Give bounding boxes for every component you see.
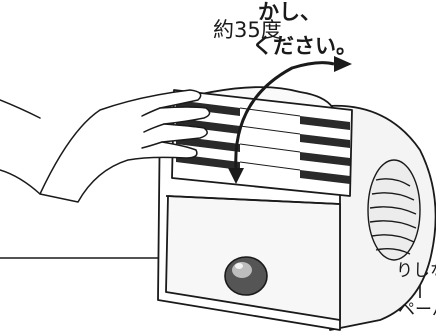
fan-grille-icon [367, 159, 421, 261]
note-line-2: ペーパ [398, 300, 436, 320]
angle-label: 約35度 [213, 18, 282, 42]
rotation-arrow-icon [228, 56, 352, 184]
hand-icon [0, 89, 211, 203]
power-knob-icon [224, 256, 268, 296]
instruction-line-1: かし、 [258, 0, 321, 24]
instruction-line-2: ください。 [252, 34, 357, 58]
note-line-1: りしない [396, 261, 436, 281]
